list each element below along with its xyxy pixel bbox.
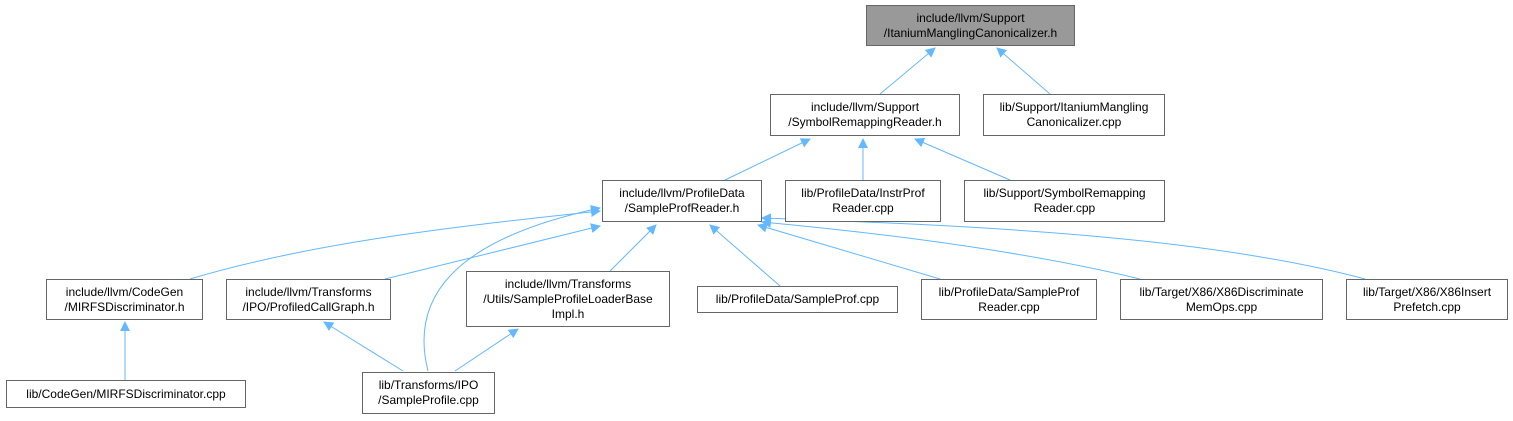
node-label-line: include/llvm/CodeGen bbox=[65, 284, 184, 299]
node-label-line: lib/ProfileData/SampleProf.cpp bbox=[715, 292, 880, 306]
node-label-line: lib/Target/X86/X86Discriminate bbox=[1139, 284, 1304, 299]
node-label-line: lib/Support/SymbolRemapping bbox=[983, 186, 1146, 200]
node-label-line: /ItaniumManglingCanonicalizer.h bbox=[883, 25, 1058, 40]
node-label-line: /SampleProfReader.h bbox=[624, 201, 740, 215]
edge-sampleprofreader-cpp-to-sampleprofreader bbox=[757, 222, 941, 280]
node-label-line: Canonicalizer.cpp bbox=[1026, 115, 1122, 129]
edge-mirfsdiscriminator-h-to-sampleprofreader bbox=[189, 206, 601, 280]
node-sample-prof-reader-h[interactable]: include/llvm/ProfileData /SampleProfRead… bbox=[602, 180, 762, 222]
node-label-line: /IPO/ProfiledCallGraph.h bbox=[242, 299, 375, 314]
node-sample-prof-reader-cpp[interactable]: lib/ProfileData/SampleProf Reader.cpp bbox=[921, 279, 1097, 320]
node-label-line: include/llvm/Transforms bbox=[504, 276, 632, 291]
node-label-line: /MIRFSDiscriminator.h bbox=[64, 299, 185, 314]
node-label-line: Reader.cpp bbox=[1033, 201, 1096, 215]
node-label-line: include/llvm/ProfileData bbox=[619, 186, 745, 200]
edge-x86discriminatememops-to-sampleprofreader bbox=[761, 217, 1141, 280]
edge-sampleprofreader-h-to-symbolremappingreader bbox=[724, 138, 811, 181]
node-sample-prof-cpp[interactable]: lib/ProfileData/SampleProf.cpp bbox=[697, 286, 898, 313]
node-mirfs-discriminator-cpp[interactable]: lib/CodeGen/MIRFSDiscriminator.cpp bbox=[6, 380, 246, 408]
node-itanium-mangling-canonicalizer-cpp[interactable]: lib/Support/ItaniumMangling Canonicalize… bbox=[983, 94, 1165, 136]
edge-itaniumcanonicalizer-cpp-to-itaniumcanonicalizer-h bbox=[996, 47, 1051, 95]
edge-sampleprof-cpp-to-sampleprofreader bbox=[709, 224, 781, 287]
node-label-line: /SymbolRemappingReader.h bbox=[788, 115, 942, 129]
node-sample-profile-loader-base-impl-h[interactable]: include/llvm/Transforms /Utils/SamplePro… bbox=[466, 271, 670, 327]
edge-sampleprofile-cpp-to-sampleprofileloaderbaseimpl bbox=[454, 328, 519, 372]
edge-sampleprofileloaderbaseimpl-to-sampleprofreader bbox=[609, 224, 657, 272]
node-label-line: lib/ProfileData/SampleProf bbox=[938, 284, 1080, 299]
node-label-line: Reader.cpp bbox=[832, 201, 894, 215]
node-symbol-remapping-reader-cpp[interactable]: lib/Support/SymbolRemapping Reader.cpp bbox=[964, 180, 1165, 222]
edge-x86insertprefetch-to-sampleprofreader bbox=[761, 213, 1366, 280]
node-mirfs-discriminator-h[interactable]: include/llvm/CodeGen /MIRFSDiscriminator… bbox=[46, 279, 203, 320]
edge-sampleprofile-cpp-to-profiledcallgraph bbox=[323, 321, 404, 372]
node-profiled-call-graph-h[interactable]: include/llvm/Transforms /IPO/ProfiledCal… bbox=[226, 279, 391, 320]
node-label-line: include/llvm/Transforms bbox=[245, 284, 372, 299]
node-label-line: /SampleProfile.cpp bbox=[378, 393, 479, 407]
node-symbol-remapping-reader-h[interactable]: include/llvm/Support /SymbolRemappingRea… bbox=[770, 94, 960, 136]
node-label-line: Reader.cpp bbox=[978, 299, 1040, 314]
edge-symbolremappingreader-cpp-to-symbolremappingreader bbox=[914, 137, 1011, 181]
node-label-line: lib/ProfileData/InstrProf bbox=[801, 186, 925, 200]
node-label-line: /Utils/SampleProfileLoaderBase bbox=[483, 291, 653, 306]
node-label-line: include/llvm/Support bbox=[810, 100, 920, 114]
node-instr-prof-reader-cpp[interactable]: lib/ProfileData/InstrProf Reader.cpp bbox=[785, 180, 941, 222]
node-label-line: lib/Support/ItaniumMangling bbox=[999, 100, 1149, 114]
node-label-line: lib/Target/X86/X86Insert bbox=[1362, 284, 1492, 299]
node-sample-profile-cpp[interactable]: lib/Transforms/IPO /SampleProfile.cpp bbox=[362, 372, 495, 414]
node-x86-discriminate-mem-ops-cpp[interactable]: lib/Target/X86/X86Discriminate MemOps.cp… bbox=[1120, 279, 1323, 320]
node-label-line: lib/Transforms/IPO bbox=[378, 378, 479, 392]
node-label-line: MemOps.cpp bbox=[1185, 299, 1258, 314]
edge-symbolremappingreader-to-itaniumcanonicalizer-h bbox=[879, 47, 936, 95]
node-label-line: Impl.h bbox=[551, 306, 585, 321]
edge-sampleprofile-cpp-to-sampleprofreader bbox=[423, 204, 601, 372]
node-label-line: include/llvm/Support bbox=[916, 10, 1025, 25]
node-label-line: lib/CodeGen/MIRFSDiscriminator.cpp bbox=[26, 386, 226, 401]
node-x86-insert-prefetch-cpp[interactable]: lib/Target/X86/X86Insert Prefetch.cpp bbox=[1346, 279, 1508, 320]
edge-profiledcallgraph-to-sampleprofreader bbox=[384, 223, 601, 280]
node-itanium-mangling-canonicalizer-h: include/llvm/Support /ItaniumManglingCan… bbox=[866, 5, 1075, 46]
node-label-line: Prefetch.cpp bbox=[1393, 299, 1461, 314]
